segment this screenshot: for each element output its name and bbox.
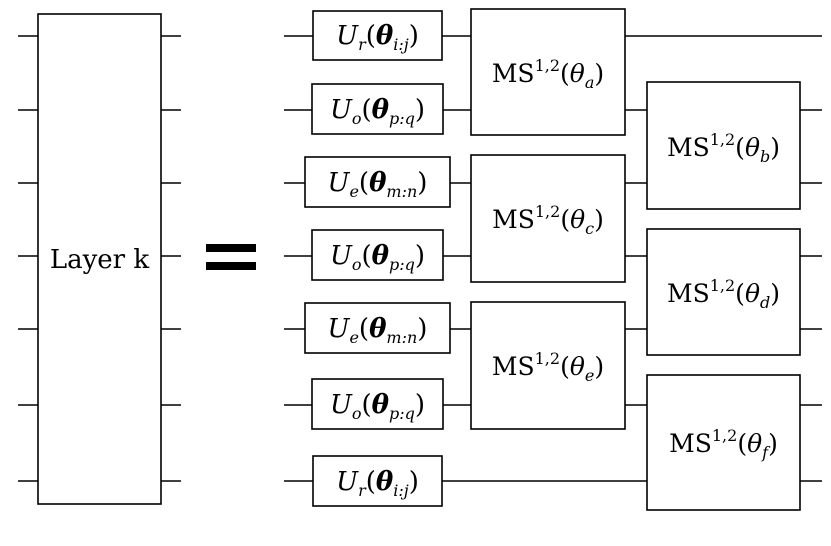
svg-text:MS1,2(θe): MS1,2(θe) (492, 349, 604, 385)
svg-text:MS1,2(θa): MS1,2(θa) (492, 56, 604, 92)
svg-text:MS1,2(θc): MS1,2(θc) (492, 202, 604, 238)
single-gate: Uo(θp:q) (311, 229, 444, 281)
layer-wires (18, 35, 181, 482)
single-gate: Ur(θi:j) (312, 455, 443, 507)
svg-text:Ue(θm:n): Ue(θm:n) (328, 314, 428, 347)
ms-gate: MS1,2(θc) (470, 154, 626, 283)
svg-text:MS1,2(θf): MS1,2(θf) (669, 426, 778, 462)
single-gate: Uo(θp:q) (311, 83, 444, 135)
svg-text:Ur(θi:j): Ur(θi:j) (336, 21, 419, 54)
ms-gate: MS1,2(θf) (646, 374, 801, 511)
layer-label: Layer k (50, 245, 150, 275)
ms-gate: MS1,2(θb) (646, 81, 801, 210)
layer-block (37, 13, 162, 505)
single-gate: Ue(θm:n) (304, 156, 451, 208)
svg-text:MS1,2(θb): MS1,2(θb) (667, 130, 780, 166)
svg-text:Uo(θp:q): Uo(θp:q) (330, 241, 425, 274)
equals-sign (206, 244, 256, 270)
svg-text:MS1,2(θd): MS1,2(θd) (667, 276, 780, 312)
svg-text:Ue(θm:n): Ue(θm:n) (328, 168, 428, 201)
ms-gate: MS1,2(θd) (646, 228, 801, 356)
svg-text:Ur(θi:j): Ur(θi:j) (336, 467, 419, 500)
single-gate: Ur(θi:j) (312, 10, 443, 61)
svg-text:Uo(θp:q): Uo(θp:q) (330, 390, 425, 423)
ms-gate: MS1,2(θe) (470, 301, 626, 430)
ms-gate: MS1,2(θa) (470, 8, 626, 136)
svg-text:Uo(θp:q): Uo(θp:q) (330, 95, 425, 128)
single-gate: Uo(θp:q) (311, 378, 444, 430)
single-gate: Ue(θm:n) (304, 302, 451, 354)
